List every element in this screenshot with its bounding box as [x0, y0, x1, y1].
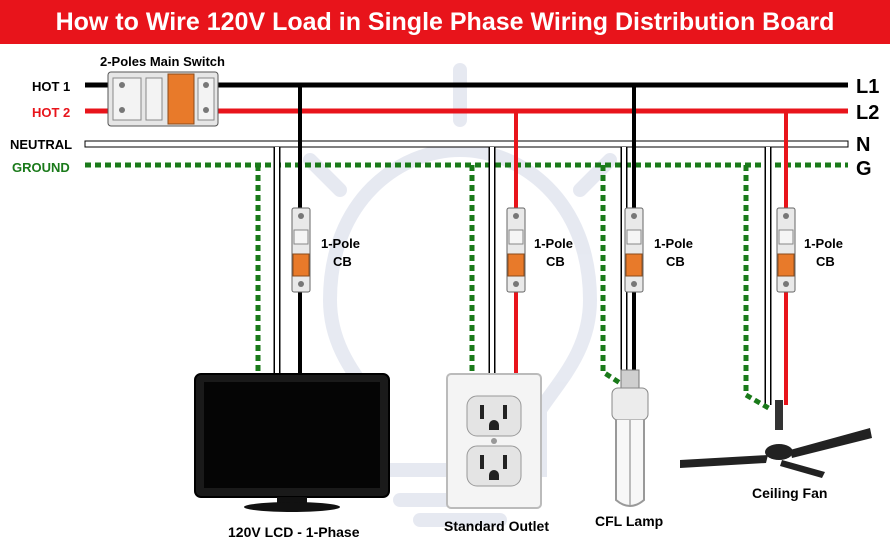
main-switch-label: 2-Poles Main Switch — [100, 54, 225, 69]
breaker-lamp-label-line1: 1-Pole — [654, 236, 693, 251]
breaker-fan-label-line1: 1-Pole — [804, 236, 843, 251]
breaker-fan — [776, 207, 796, 293]
outlet-label: Standard Outlet — [444, 518, 549, 534]
standard-outlet-icon — [446, 373, 542, 509]
neutral-label: NEUTRAL — [10, 137, 72, 152]
terminal-l2-label: L2 — [856, 102, 879, 124]
lcd-tv-icon — [194, 373, 390, 512]
breaker-outlet-label-line2: CB — [546, 254, 565, 269]
breaker-lamp-label-line2: CB — [666, 254, 685, 269]
neutral-bus-wire — [84, 140, 849, 148]
fan-ground-wire — [743, 165, 774, 413]
hot2-label: HOT 2 — [32, 105, 70, 120]
terminal-l1-label: L1 — [856, 76, 879, 98]
title-bar: How to Wire 120V Load in Single Phase Wi… — [0, 0, 890, 44]
breaker-outlet-label-line1: 1-Pole — [534, 236, 573, 251]
page-title: How to Wire 120V Load in Single Phase Wi… — [55, 7, 835, 36]
breaker-fan-label-line2: CB — [816, 254, 835, 269]
lamp-label: CFL Lamp — [595, 513, 663, 529]
ground-label: GROUND — [12, 160, 70, 175]
lamp-ground-wire — [600, 165, 622, 386]
terminal-n-label: N — [856, 134, 870, 156]
fan-label: Ceiling Fan — [752, 485, 827, 501]
breaker-outlet — [506, 207, 526, 293]
cfl-lamp-icon — [611, 369, 649, 507]
breaker-tv-label-line2: CB — [333, 254, 352, 269]
breaker-lamp — [624, 207, 644, 293]
tv-label: 120V LCD - 1-Phase — [228, 524, 360, 540]
breaker-tv-label-line1: 1-Pole — [321, 236, 360, 251]
hot1-label: HOT 1 — [32, 79, 70, 94]
ceiling-fan-icon — [680, 400, 872, 478]
main-switch — [107, 71, 219, 127]
terminal-g-label: G — [856, 158, 872, 180]
breaker-tv — [291, 207, 311, 293]
